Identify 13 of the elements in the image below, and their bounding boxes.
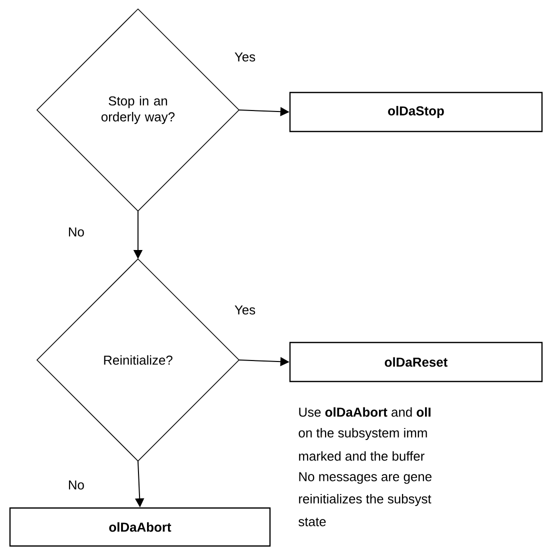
note-text: No messages are gene <box>299 472 432 484</box>
process-box: olDaStop <box>289 92 543 132</box>
note-text: Use olDaAbort and olI <box>299 407 430 417</box>
note-text: on the subsystem imm <box>298 428 427 440</box>
note-text: state <box>298 518 326 526</box>
edge-label: No <box>68 480 84 490</box>
note-text: marked and the buffer <box>299 451 424 461</box>
edge-label: Yes <box>234 305 256 314</box>
note-text: reinitializes the subsyst <box>299 494 432 506</box>
edge-label: No <box>68 227 84 237</box>
process-box: olDaAbort <box>9 507 271 547</box>
process-box: olDaReset <box>289 342 543 382</box>
edge-label: Yes <box>234 52 256 62</box>
